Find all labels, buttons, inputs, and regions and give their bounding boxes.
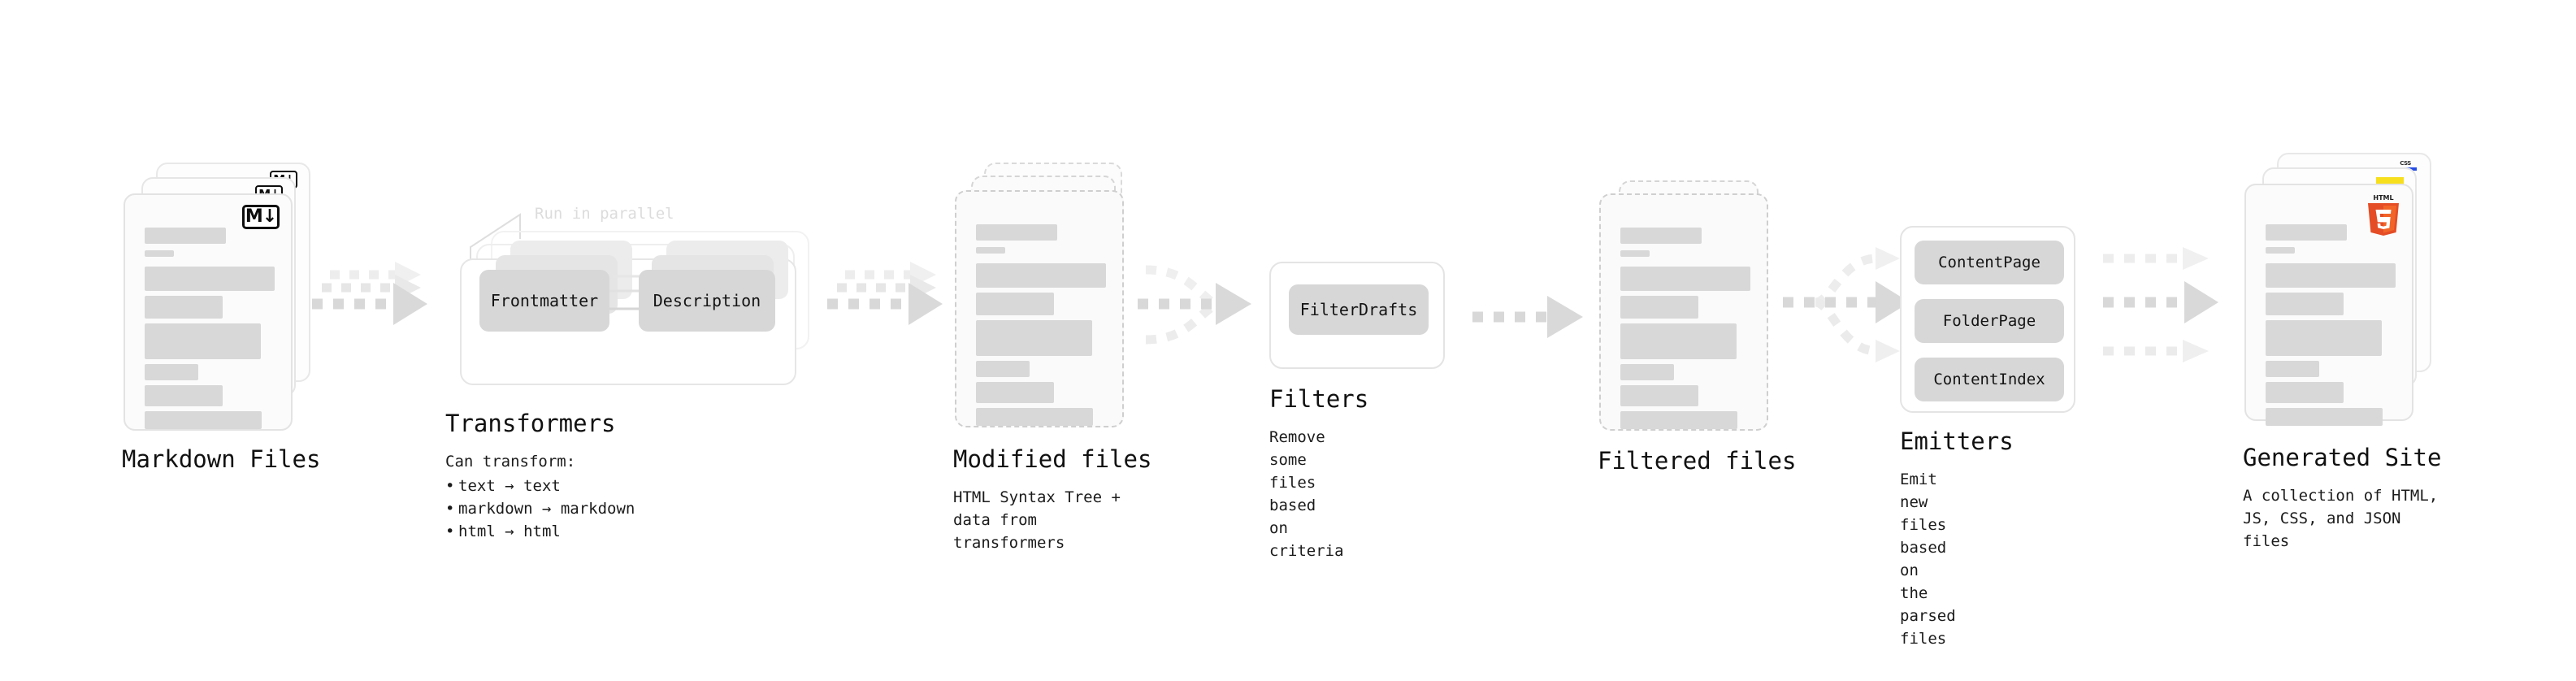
skeleton-bar	[145, 296, 223, 319]
stage-subtitle-emitters: Emit new files based on the parsed files	[1900, 471, 1956, 648]
connector-filtered-to-emitters	[1781, 237, 1919, 384]
skeleton-bar	[2266, 408, 2383, 426]
skeleton-bar	[976, 320, 1092, 356]
arrow-parallel-triple	[827, 262, 943, 325]
skeleton-bar	[2266, 293, 2344, 315]
stage-title-transformers: Transformers	[445, 410, 616, 437]
skeleton-bar	[145, 228, 226, 244]
arrow-parallel-triple	[312, 262, 427, 325]
skeleton-bar	[976, 382, 1054, 403]
transformers-bullet-item: text → text	[445, 475, 635, 497]
html5-icon: HTML	[2365, 192, 2402, 236]
transformers-bullet-item: markdown → markdown	[445, 497, 635, 520]
stage-title-filters: Filters	[1269, 385, 1369, 413]
skeleton-bar	[1620, 385, 1698, 406]
arrow-single	[1472, 296, 1583, 338]
skeleton-bar	[1620, 323, 1737, 359]
skeleton-bar	[1620, 250, 1650, 257]
skeleton-bar	[976, 408, 1093, 426]
stage-subtitle-modified-files: HTML Syntax Tree + data from transformer…	[953, 488, 1121, 552]
skeleton-bar	[2266, 361, 2319, 377]
markdown-icon: M↓	[242, 205, 280, 229]
stage-title-modified-files: Modified files	[953, 445, 1152, 473]
transformer-pill-description[interactable]: Description	[639, 270, 775, 332]
connector-modified-to-filters	[1136, 258, 1274, 356]
skeleton-bar	[1620, 364, 1674, 380]
generated-site-stack: CSS HTML	[2244, 153, 2439, 429]
skeleton-bar	[145, 250, 174, 257]
skeleton-bar	[2266, 263, 2396, 288]
stage-generated-site: CSS HTML	[2243, 153, 2441, 550]
skeleton-bar	[976, 361, 1030, 377]
emitter-pill-contentindex[interactable]: ContentIndex	[1915, 358, 2064, 401]
skeleton-bar	[145, 364, 198, 380]
transformers-bullets: Can transform: text → text markdown → ma…	[445, 450, 635, 543]
arrow-diverge	[1783, 247, 1910, 362]
connector-md-to-transformers	[307, 260, 437, 349]
skeleton-bar	[976, 247, 1005, 254]
stage-subtitle-generated-site: A collection of HTML, JS, CSS, and JSON …	[2243, 487, 2439, 550]
connector-transformers-to-modified	[822, 260, 952, 349]
markdown-file-stack: M↓ M↓ M↓	[124, 163, 310, 431]
skeleton-bar	[2266, 382, 2344, 403]
skeleton-bar	[2266, 224, 2347, 241]
transformers-bullets-heading: Can transform:	[445, 453, 576, 471]
filters-box: FilterDrafts	[1269, 262, 1445, 369]
skeleton-bar	[145, 323, 261, 359]
skeleton-bar	[1620, 228, 1702, 244]
stage-title-filtered-files: Filtered files	[1598, 447, 1797, 475]
stage-subtitle-filters: Remove some files based on criteria	[1269, 428, 1344, 560]
transformers-bullet-item: html → html	[445, 520, 635, 543]
skeleton-bar	[976, 293, 1054, 315]
connector-filters-to-filtered	[1468, 286, 1589, 351]
modified-file-stack	[955, 163, 1142, 431]
svg-text:HTML: HTML	[2373, 194, 2393, 202]
skeleton-bar	[145, 411, 262, 429]
stage-modified-files: Modified files HTML Syntax Tree + data f…	[953, 163, 1151, 552]
css-icon-label: CSS	[2400, 160, 2411, 167]
skeleton-bar	[976, 224, 1057, 241]
skeleton-bar	[145, 385, 223, 406]
stage-filtered-files: Filtered files	[1598, 180, 1796, 475]
skeleton-bar	[2266, 247, 2295, 254]
arrow-parallel-triple	[2103, 247, 2218, 362]
filter-pill-filterdrafts[interactable]: FilterDrafts	[1289, 284, 1429, 335]
file-card-front: M↓	[124, 193, 293, 431]
skeleton-bar	[976, 263, 1106, 288]
emitter-pill-folderpage[interactable]: FolderPage	[1915, 299, 2064, 343]
transformer-pill-frontmatter[interactable]: Frontmatter	[479, 270, 609, 332]
stage-title-generated-site: Generated Site	[2243, 444, 2442, 471]
skeleton-bar	[1620, 296, 1698, 319]
stage-title-markdown-files: Markdown Files	[122, 445, 321, 473]
stage-title-emitters: Emitters	[1900, 427, 2014, 455]
file-card-front	[1599, 193, 1768, 431]
emitters-box: ContentPage FolderPage ContentIndex	[1900, 226, 2075, 413]
skeleton-bar	[1620, 411, 1737, 429]
arrow-converge	[1138, 265, 1251, 345]
stage-markdown-files: M↓ M↓ M↓ Markdown Files	[122, 163, 320, 473]
filtered-file-stack	[1599, 180, 1786, 449]
run-in-parallel-label: Run in parallel	[535, 205, 674, 223]
skeleton-bar	[1620, 267, 1750, 291]
skeleton-bar	[2266, 320, 2382, 356]
skeleton-bar	[145, 267, 275, 291]
file-card-front: HTML	[2244, 184, 2413, 426]
file-card-front	[955, 190, 1124, 427]
connector-emitters-to-site	[2097, 237, 2243, 384]
emitter-pill-contentpage[interactable]: ContentPage	[1915, 241, 2064, 284]
